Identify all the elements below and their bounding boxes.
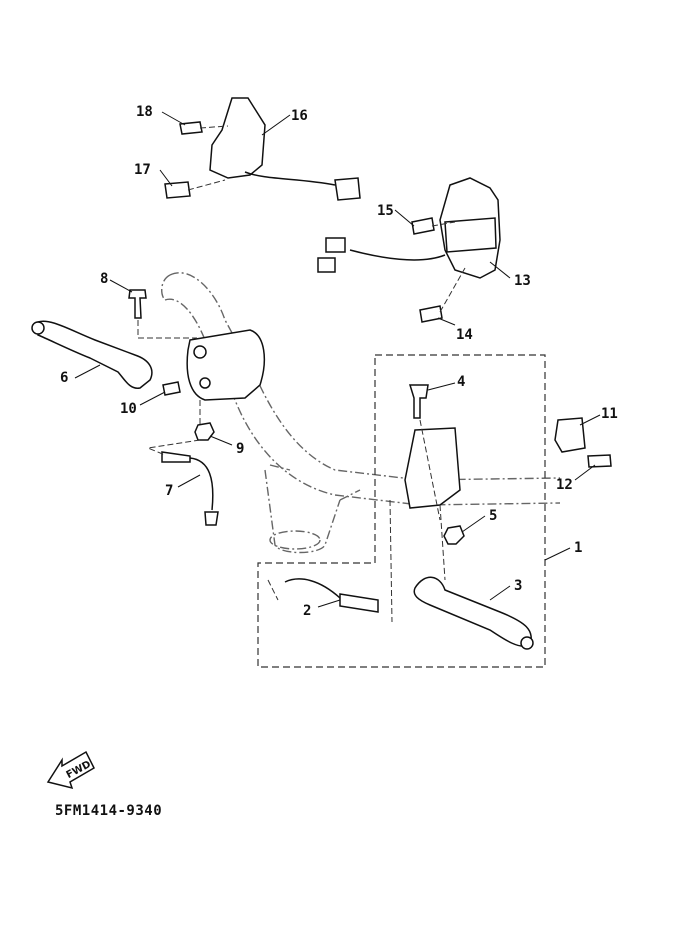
callout-2: 2 bbox=[303, 603, 311, 619]
fwd-arrow-icon: FWD bbox=[46, 750, 95, 790]
callout-9: 9 bbox=[236, 441, 244, 457]
handlebar-outline bbox=[161, 272, 561, 554]
callout-16: 16 bbox=[291, 108, 308, 124]
left-lever-assembly bbox=[31, 289, 266, 526]
callout-5: 5 bbox=[489, 508, 497, 524]
screw-15 bbox=[411, 217, 435, 235]
switch-connector bbox=[334, 177, 361, 201]
nut-5 bbox=[443, 525, 465, 545]
callout-3: 3 bbox=[514, 578, 522, 594]
switch-2 bbox=[339, 593, 379, 613]
callout-1: 1 bbox=[574, 540, 582, 556]
screw-12 bbox=[587, 454, 612, 468]
callout-18: 18 bbox=[136, 104, 153, 120]
switch-bracket-16 bbox=[209, 97, 266, 179]
stoplight-switch-7 bbox=[161, 451, 191, 463]
clamp-11 bbox=[554, 417, 586, 453]
left-dash-lines bbox=[137, 320, 201, 456]
callout-10: 10 bbox=[120, 401, 137, 417]
screw-18 bbox=[179, 121, 203, 135]
callout-13: 13 bbox=[514, 273, 531, 289]
switch-plug-b bbox=[317, 257, 336, 273]
assembly-bracket bbox=[257, 354, 546, 668]
top-dash-lines bbox=[187, 125, 466, 313]
callout-17: 17 bbox=[134, 162, 151, 178]
handlebar-switch-assembly bbox=[317, 177, 501, 323]
brake-lever bbox=[37, 320, 153, 389]
callout-14: 14 bbox=[456, 327, 473, 343]
nut-9 bbox=[194, 422, 215, 441]
right-dash-lines bbox=[267, 419, 446, 623]
callout-11: 11 bbox=[601, 406, 618, 422]
screw-4 bbox=[408, 384, 429, 419]
switch-plug-a bbox=[325, 237, 346, 253]
callout-6: 6 bbox=[60, 370, 68, 386]
callout-15: 15 bbox=[377, 203, 394, 219]
leader-lines bbox=[74, 111, 601, 608]
screw-8 bbox=[128, 289, 147, 319]
clutch-switch-assembly bbox=[164, 97, 361, 201]
screw-14 bbox=[419, 305, 443, 323]
callout-12: 12 bbox=[556, 477, 573, 493]
callout-7: 7 bbox=[165, 483, 173, 499]
right-lever-assembly bbox=[284, 384, 612, 650]
callout-8: 8 bbox=[100, 271, 108, 287]
screw-17 bbox=[164, 181, 191, 199]
part-number: 5FM1414-9340 bbox=[55, 803, 163, 819]
lever-holder bbox=[404, 427, 461, 509]
master-cylinder bbox=[186, 329, 266, 401]
spring-10 bbox=[162, 381, 181, 396]
callout-4: 4 bbox=[457, 374, 465, 390]
